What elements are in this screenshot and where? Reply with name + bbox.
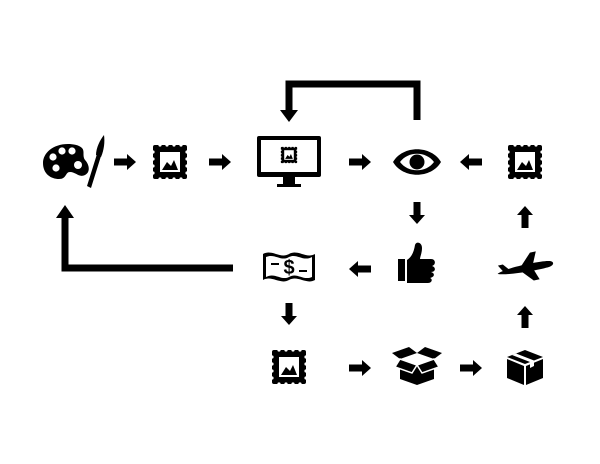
flow-arrow-monitor-to-eye xyxy=(349,154,371,170)
flow-arrow-eye-to-thumb xyxy=(409,202,425,224)
airplane-icon xyxy=(497,251,554,281)
framed-picture-icon xyxy=(270,348,308,386)
flow-arrow-box-to-plane xyxy=(517,306,533,328)
feedback-arrow-eye-to-monitor xyxy=(280,80,421,122)
computer-monitor-icon xyxy=(257,136,321,187)
art-palette-brush-icon xyxy=(43,135,105,188)
framed-picture-icon xyxy=(151,143,189,181)
dollar-sign: $ xyxy=(283,257,294,279)
flow-arrow-artwork-to-eye xyxy=(460,154,482,170)
return-arrow-money-to-palette xyxy=(56,205,233,272)
framed-picture-icon xyxy=(506,143,544,181)
banknote-dollar-icon: $ xyxy=(263,252,315,282)
flow-arrow-palette-to-artwork xyxy=(114,154,136,170)
flow-arrow-plane-to-artwork xyxy=(517,206,533,228)
flow-arrow-artwork-to-open-box xyxy=(349,360,371,376)
thumbs-up-icon xyxy=(398,242,435,283)
flow-arrow-thumb-to-money xyxy=(349,261,371,277)
eye-icon xyxy=(393,149,441,175)
closed-box-icon xyxy=(507,350,543,385)
flow-arrow-open-box-to-closed-box xyxy=(460,360,482,376)
open-box-icon xyxy=(392,347,442,385)
flow-arrow-money-to-artwork xyxy=(281,303,297,325)
flow-arrow-artwork-to-monitor xyxy=(209,154,231,170)
